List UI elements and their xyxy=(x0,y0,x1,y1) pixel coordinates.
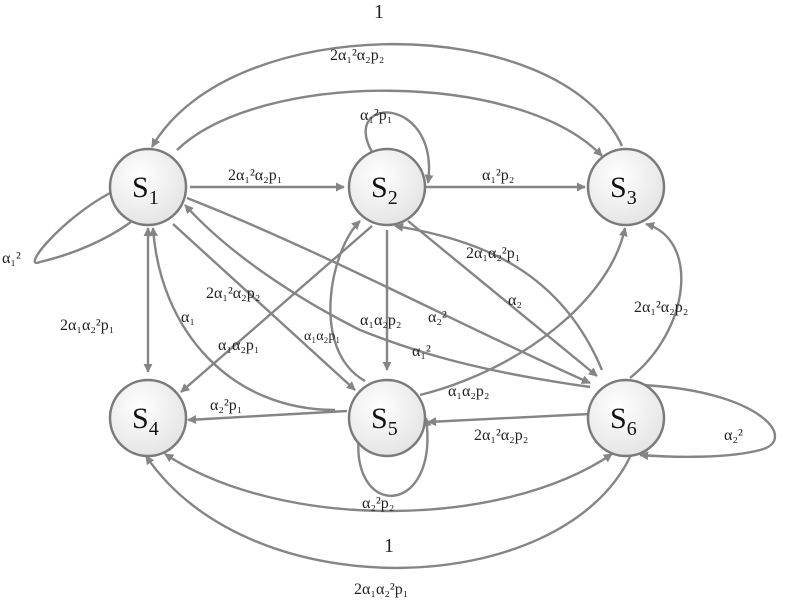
edge-s5-s3 xyxy=(419,227,628,397)
svg-text:S4: S4 xyxy=(132,402,159,440)
edge-s6-s1 xyxy=(184,204,591,389)
node-s6: S6 xyxy=(586,378,666,458)
label-s2-loop: α₁²p₁ xyxy=(360,107,392,124)
label-s6-s2-b: α₂ xyxy=(508,292,522,309)
node-s1-subscript: 1 xyxy=(149,187,159,209)
node-s4-letter: S xyxy=(132,402,149,435)
node-s3-subscript: 3 xyxy=(627,187,637,209)
label-s5-loop: α₂²p₂ xyxy=(362,495,394,512)
node-s6-letter: S xyxy=(610,402,627,435)
label-s4-s6-bottom: 2α₁α₂²p₁ xyxy=(354,581,408,598)
label-s2-s3: α₁²p₂ xyxy=(482,167,514,184)
node-s4-subscript: 4 xyxy=(149,418,159,440)
label-s3-s1-top: 1 xyxy=(374,1,384,23)
edge-s6-s2-a xyxy=(394,222,604,371)
edge-s1-s5 xyxy=(172,223,356,391)
node-s6-subscript: 6 xyxy=(627,418,637,440)
edge-s3-s1-top xyxy=(150,42,624,148)
label-s2-s6: α₁² xyxy=(412,343,431,360)
node-s5: S5 xyxy=(347,378,427,458)
edge-s6-s4-bottom-outer xyxy=(145,455,632,570)
edge-s1-s6 xyxy=(186,196,591,385)
edge-s2-s4 xyxy=(180,225,373,393)
edge-s4-s6-bottom-inner xyxy=(164,452,613,513)
edge-s1-s3-top xyxy=(176,89,603,157)
edge-s1-loop xyxy=(33,191,141,265)
label-s1-s6: α₂² xyxy=(428,309,447,326)
node-s5-letter: S xyxy=(371,402,388,435)
label-s6-s1: α₁α₂p₂ xyxy=(360,312,402,329)
node-s2-subscript: 2 xyxy=(388,187,398,209)
node-s5-subscript: 5 xyxy=(388,418,398,440)
label-s6-loop: α₂² xyxy=(724,427,743,444)
node-s2: S2 xyxy=(347,147,427,227)
node-s3: S3 xyxy=(586,147,666,227)
label-s6-s5: 2α₁²α₂p₂ xyxy=(474,427,528,444)
edge-s2-loop xyxy=(364,111,434,184)
label-s6-s3: α₁α₂p₂ xyxy=(448,383,490,400)
svg-text:S2: S2 xyxy=(371,171,398,209)
node-s2-letter: S xyxy=(371,171,388,204)
label-s1-s3-top: 2α₁²α₂p₂ xyxy=(330,47,384,64)
node-s1: S1 xyxy=(108,147,188,227)
svg-text:S1: S1 xyxy=(132,171,159,209)
label-s5-s2: α₁α₂p₁ xyxy=(304,329,340,344)
svg-text:S5: S5 xyxy=(371,402,398,440)
label-s3-s6: 2α₁²α₂p₂ xyxy=(634,299,688,316)
label-s1-loop: α₁² xyxy=(2,250,21,267)
label-s6-s4-bottom: 1 xyxy=(384,535,394,557)
svg-text:S3: S3 xyxy=(610,171,637,209)
label-s5-s1: α₁ xyxy=(181,309,195,326)
label-s2-s4: α₁α₂p₁ xyxy=(218,337,260,354)
edge-s6-s5 xyxy=(427,412,590,427)
edge-s5-s1 xyxy=(149,227,336,412)
label-s1-s5: 2α₁²α₂p₂ xyxy=(206,285,260,302)
edge-s6-loop xyxy=(639,383,777,461)
node-s4: S4 xyxy=(108,378,188,458)
svg-text:S6: S6 xyxy=(610,402,637,440)
label-s5-s4: α₂²p₁ xyxy=(210,397,242,414)
label-s1-s2: 2α₁²α₂p₁ xyxy=(228,167,282,184)
node-s1-letter: S xyxy=(132,171,149,204)
edge-s5-s2 xyxy=(329,220,366,383)
edge-s6-s3 xyxy=(629,222,683,379)
edge-s5-s4 xyxy=(187,409,348,425)
label-s1-s4: 2α₁α₂²p₁ xyxy=(60,317,114,334)
node-s3-letter: S xyxy=(610,171,627,204)
edge-s2-s6-b xyxy=(407,220,598,377)
label-s6-s2-a: 2α₁α₂²p₁ xyxy=(466,245,520,262)
